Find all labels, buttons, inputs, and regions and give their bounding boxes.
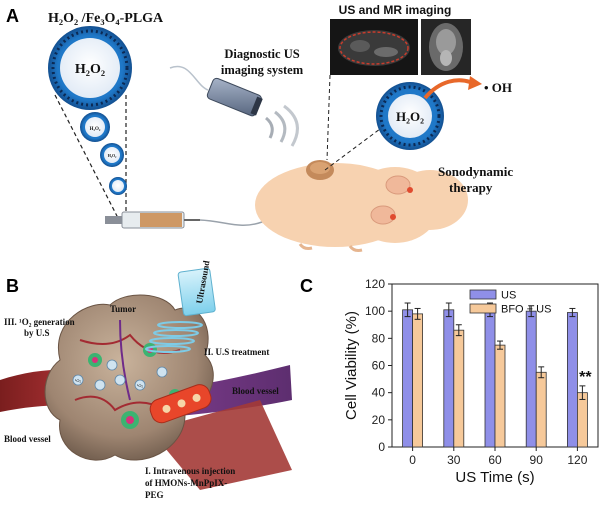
y-tick-label: 20 xyxy=(372,413,386,427)
small-core-label-1: H₂O₂ xyxy=(90,127,101,132)
therapy-label-line1: Sonodynamic xyxy=(438,164,513,179)
significance-marker: ** xyxy=(579,369,592,386)
legend-swatch-bfo-us xyxy=(469,303,497,314)
x-tick-label: 30 xyxy=(447,453,461,467)
small-nanoparticles: H₂O₂ H₂O₂ xyxy=(80,112,127,195)
step2-label: II. U.S treatment xyxy=(204,347,269,357)
y-tick-label: 120 xyxy=(365,277,385,291)
us-system-label-line2: imaging system xyxy=(221,63,304,77)
x-tick-label: 90 xyxy=(530,453,544,467)
x-tick-label: 0 xyxy=(409,453,416,467)
panel-a: A H₂O₂ /Fe₃O₄-PLGA H₂O₂ H₂O₂ H₂O₂ xyxy=(6,3,513,252)
y-tick-label: 80 xyxy=(372,331,386,345)
bar-bfo-us xyxy=(577,392,588,448)
ultrasound-transducer: Ultrasound xyxy=(145,260,216,353)
therapy-label-line2: therapy xyxy=(449,180,493,195)
tumor-label: Tumor xyxy=(110,304,136,314)
mouse xyxy=(255,160,468,252)
bar-bfo-us xyxy=(453,329,465,448)
large-nanoparticle: H₂O₂ xyxy=(48,26,132,110)
legend-label-us: US xyxy=(501,290,516,302)
bar-bfo-us xyxy=(494,344,506,448)
y-tick-label: 60 xyxy=(372,359,386,373)
injection-capsule xyxy=(149,384,212,424)
x-tick-label: 120 xyxy=(567,453,587,467)
vessel-right-label: Blood vessel xyxy=(232,386,279,396)
bar-us xyxy=(484,309,496,448)
legend-swatch-us xyxy=(469,289,497,300)
o2-marker-label: ¹O₂ xyxy=(75,378,81,383)
o2-marker-label: ¹O₂ xyxy=(137,383,143,388)
therapy-core-label: H₂O₂ xyxy=(396,109,424,124)
syringe xyxy=(105,211,263,229)
bar-bfo-us xyxy=(412,313,424,448)
panel-b: B ¹O₂ ¹O₂ xyxy=(0,260,292,500)
us-image xyxy=(330,19,418,75)
bar-us xyxy=(443,309,455,448)
therapy-nanoparticle: H₂O₂ xyxy=(376,76,482,150)
oh-label: • OH xyxy=(484,80,512,95)
panel-c-letter: C xyxy=(300,276,313,296)
blood-vessel-lower xyxy=(150,400,292,490)
x-axis-label: US Time (s) xyxy=(455,469,534,486)
step1-line2: of HMONs-MnPpIX- xyxy=(145,478,227,488)
bar-us xyxy=(525,310,537,448)
bar-us xyxy=(402,309,414,448)
us-system-label-line1: Diagnostic US xyxy=(224,47,299,61)
ultrasound-probe xyxy=(169,65,299,147)
y-axis-label: Cell Viability (%) xyxy=(343,311,360,420)
vessel-left-label: Blood vessel xyxy=(4,434,51,444)
cell-viability-chart: 0 20 40 60 80 100 120 0 30 60 90 120 ** US Time (s) Ce… xyxy=(343,277,599,486)
legend-label-bfo-us: BFO + US xyxy=(501,304,551,316)
step1-line3: PEG xyxy=(145,490,164,500)
mr-image xyxy=(421,19,471,75)
step1-line1: I. Intravenous injection xyxy=(145,466,235,476)
y-tick-label: 100 xyxy=(365,304,385,318)
particle-title: H₂O₂ /Fe₃O₄-PLGA xyxy=(48,11,164,26)
panel-b-letter: B xyxy=(6,276,19,296)
imaging-label: US and MR imaging xyxy=(339,3,452,17)
y-tick-label: 0 xyxy=(378,440,385,454)
panel-c: C 0 20 40 60 80 100 120 0 30 60 90 120 ** US Time (s)… xyxy=(300,276,599,486)
step3-line2: by U.S xyxy=(24,328,50,338)
small-core-label-2: H₂O₂ xyxy=(108,153,117,158)
bar-us xyxy=(567,312,578,448)
panel-a-letter: A xyxy=(6,6,19,26)
bar-bfo-us xyxy=(535,371,547,448)
y-tick-label: 40 xyxy=(372,386,386,400)
singlet-oxygen-markers: ¹O₂ ¹O₂ xyxy=(72,359,168,391)
x-tick-label: 60 xyxy=(488,453,502,467)
step3-line1: III. ¹O₂ generation xyxy=(4,317,75,327)
core-label: H₂O₂ xyxy=(75,62,105,77)
